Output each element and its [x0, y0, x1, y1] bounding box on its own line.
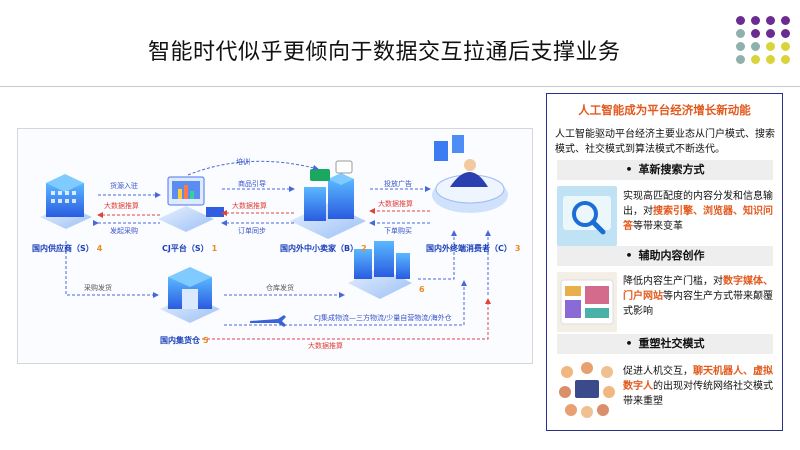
- flow-label-dingdan-tongbu: 订单同步: [238, 227, 266, 235]
- flow-label-huoyuan-ruzhu: 货源入驻: [110, 182, 138, 190]
- content-creation-icon: [557, 272, 617, 332]
- decorative-dot: [736, 55, 745, 64]
- cj-platform-node-graphic: [158, 176, 224, 232]
- section-text-social: 促进人机交互，聊天机器人、虚拟数字人的出现对传统网络社交模式带来重塑: [623, 366, 773, 407]
- flow-label-bigdata-3: 大数据推算: [378, 200, 413, 208]
- seller-node-graphic: [290, 160, 366, 239]
- flow-diagram-graphics: [40, 135, 508, 340]
- flow-label-logistics: CJ集成物流—三方物流/少量自营物流/海外仓: [314, 314, 452, 322]
- section-heading-search: •革新搜索方式: [557, 160, 773, 180]
- flow-label-cangku-fahuo: 仓库发货: [266, 284, 294, 292]
- airplane-icon: [250, 315, 286, 327]
- flow-label-peixun: 培训: [236, 158, 250, 166]
- overseas-warehouse-graphic: [348, 241, 412, 299]
- decorative-dot: [781, 16, 790, 25]
- node-label-supplier: 国内供应商（S）4: [32, 244, 103, 253]
- flow-label-faqi-caigou: 发起采购: [110, 227, 138, 235]
- decorative-dot: [766, 29, 775, 38]
- flow-label-bigdata-4: 大数据推算: [308, 342, 343, 350]
- decorative-dot: [781, 42, 790, 51]
- decorative-dot: [736, 16, 745, 25]
- social-network-icon: [557, 360, 617, 420]
- decorative-dot: [751, 29, 760, 38]
- decorative-dot: [751, 16, 760, 25]
- node-label-consumer: 国内外终端消费者（C）3: [426, 244, 521, 253]
- consumer-node-graphic: [432, 135, 508, 213]
- flow-label-shangpin-yindao: 商品引导: [238, 180, 266, 188]
- supplier-node-graphic: [40, 174, 92, 229]
- title-divider: [0, 86, 800, 87]
- decorative-dot: [736, 42, 745, 51]
- flow-label-toufang-guanggao: 投放广告: [384, 180, 412, 188]
- node-label-seller: 国内外中小卖家（B）2: [280, 244, 367, 253]
- panel-title: 人工智能成为平台经济增长新动能: [578, 103, 751, 117]
- search-magnifier-icon: [557, 186, 617, 246]
- ai-platform-panel: 人工智能成为平台经济增长新动能 人工智能驱动平台经济主要业态从门户模式、搜索模式…: [546, 93, 783, 431]
- decorative-dot: [736, 29, 745, 38]
- node-label-cj-platform: CJ平台（S）1: [162, 244, 218, 253]
- decorative-dot-grid: [732, 14, 796, 70]
- panel-intro: 人工智能驱动平台经济主要业态从门户模式、搜索模式、社交模式到算法模式不断迭代。: [555, 129, 775, 155]
- warehouse-node-graphic: [160, 267, 220, 323]
- decorative-dot: [766, 55, 775, 64]
- flow-label-xiadan-gouxiao: 下单购买: [384, 227, 412, 235]
- decorative-dot: [766, 16, 775, 25]
- decorative-dot: [751, 55, 760, 64]
- decorative-dot: [781, 55, 790, 64]
- section-heading-content: •辅助内容创作: [557, 246, 773, 266]
- decorative-dot: [751, 42, 760, 51]
- flow-label-bigdata-2: 大数据推算: [232, 202, 267, 210]
- decorative-dot: [781, 29, 790, 38]
- flow-label-caigou-fahuo: 采购发货: [84, 284, 112, 292]
- business-flow-diagram: 货源入驻 大数据推算 发起采购 培训 商品引导 大数据推算 订单同步 投放广告 …: [17, 128, 533, 364]
- section-text-search: 实现高匹配度的内容分发和信息输出，对搜索引擎、浏览器、知识问答等带来变革: [623, 191, 773, 232]
- section-text-content: 降低内容生产门槛，对数字媒体、门户网站等内容生产方式带来颠覆式影响: [623, 276, 773, 317]
- node-label-overseas-warehouse: 6: [419, 285, 425, 294]
- slide-title: 智能时代似乎更倾向于数据交互拉通后支撑业务: [148, 40, 621, 65]
- flow-label-bigdata-1: 大数据推算: [104, 202, 139, 210]
- decorative-dot: [766, 42, 775, 51]
- section-heading-social: •重塑社交模式: [557, 334, 773, 354]
